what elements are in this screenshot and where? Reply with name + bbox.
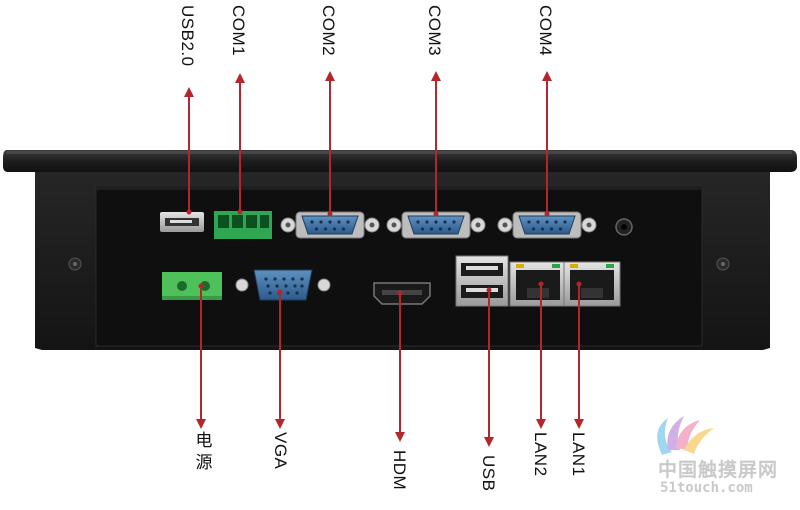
lan1-port xyxy=(563,261,621,307)
label-hdmi: HDM xyxy=(390,450,409,491)
com2-db9-port xyxy=(280,211,380,239)
com4-db9-port xyxy=(497,211,597,239)
label-usb: USB xyxy=(479,455,498,492)
label-com2: COM2 xyxy=(319,5,338,57)
label-vga: VGA xyxy=(271,432,290,470)
label-usb2: USB2.0 xyxy=(178,5,197,67)
lan2-port xyxy=(509,261,567,307)
label-com4: COM4 xyxy=(536,5,555,57)
callout-arrows xyxy=(184,71,584,447)
label-com1: COM1 xyxy=(229,5,248,57)
watermark-url: 51touch.com xyxy=(660,480,753,496)
power-connector xyxy=(162,272,222,300)
label-lan1: LAN1 xyxy=(569,432,588,477)
chassis-body xyxy=(35,172,770,350)
usb2-port xyxy=(160,212,204,232)
watermark-brand: 中国触摸屏网 xyxy=(658,459,779,481)
serial-ports xyxy=(280,211,597,239)
front-bezel xyxy=(3,150,797,172)
com1-terminal-block xyxy=(214,211,272,239)
label-com3: COM3 xyxy=(425,5,444,57)
audio-jack xyxy=(615,218,633,236)
screw-icon xyxy=(716,257,730,271)
com3-db9-port xyxy=(386,211,486,239)
label-lan2: LAN2 xyxy=(531,432,550,477)
screw-icon xyxy=(68,257,82,271)
dual-usb-ports xyxy=(455,255,509,307)
label-power: 电源 xyxy=(195,431,213,473)
watermark-logo-icon xyxy=(657,416,714,455)
